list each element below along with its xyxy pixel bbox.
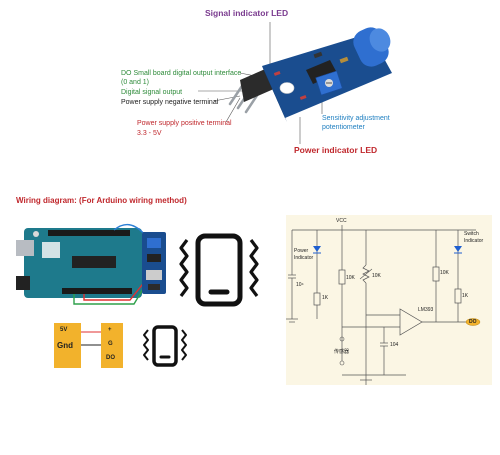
label-sensitivity: Sensitivity adjustment — [322, 115, 390, 122]
circuit-schematic: VCC Power Indicator Switch Indicator 10⁴… — [286, 215, 492, 385]
schematic-r3: 10K — [372, 273, 381, 279]
power-led — [299, 95, 307, 100]
power-jack — [16, 276, 30, 290]
schematic-vcc: VCC — [336, 218, 347, 224]
label-signal-led: Signal indicator LED — [205, 8, 289, 18]
pin-g-label: G — [108, 341, 113, 347]
pin-gnd-label: Gnd — [57, 341, 73, 350]
schematic-cap: 10⁴ — [296, 282, 304, 288]
label-vcc-terminal: Power supply positive terminal — [137, 120, 232, 127]
schematic-do: DO — [469, 319, 477, 325]
vibration-phone-icon-small — [143, 325, 187, 367]
schematic-power-led-2: Indicator — [294, 255, 314, 261]
schematic-sensor: 传感器 — [334, 349, 350, 355]
schematic-switch-led: Switch — [464, 231, 479, 237]
vibration-phone-icon-large — [179, 233, 259, 307]
label-digital-signal: Digital signal output — [121, 89, 183, 96]
usb-port — [16, 240, 34, 256]
schematic-cap2: 104 — [390, 342, 399, 348]
label-gnd-terminal: Power supply negative terminal — [121, 99, 219, 106]
pin-5v-label: 5V — [60, 327, 68, 333]
label-sensitivity-sub: potentiometer — [322, 124, 365, 131]
schematic-r2: 10K — [346, 275, 355, 281]
schematic-ic: LM393 — [418, 307, 434, 313]
schematic-lines — [286, 225, 481, 385]
schematic-power-led: Power — [294, 248, 309, 254]
signal-led — [273, 71, 281, 76]
mounting-hole — [279, 82, 295, 94]
schematic-switch-led-2: Indicator — [464, 238, 484, 244]
schematic-r4: 10K — [440, 270, 449, 276]
pin-plus-label: + — [108, 327, 112, 333]
pin-do-label: DO — [106, 355, 115, 361]
wiring-title: Wiring diagram: (For Arduino wiring meth… — [16, 196, 187, 205]
arduino-wiring-illustration — [16, 223, 166, 305]
label-do-output-sub: (0 and 1) — [121, 79, 150, 86]
schematic-r5: 1K — [462, 293, 469, 299]
schematic-r1: 1K — [322, 295, 329, 301]
sensor-board-illustration — [198, 22, 392, 144]
power-module-block: 5V Gnd — [54, 323, 81, 368]
sensor-pin-block: + G DO — [101, 323, 123, 368]
label-do-output: DO Small board digital output interface — [121, 70, 242, 77]
label-vcc-range: 3.3 - 5V — [137, 130, 162, 137]
label-power-led: Power indicator LED — [294, 145, 378, 155]
